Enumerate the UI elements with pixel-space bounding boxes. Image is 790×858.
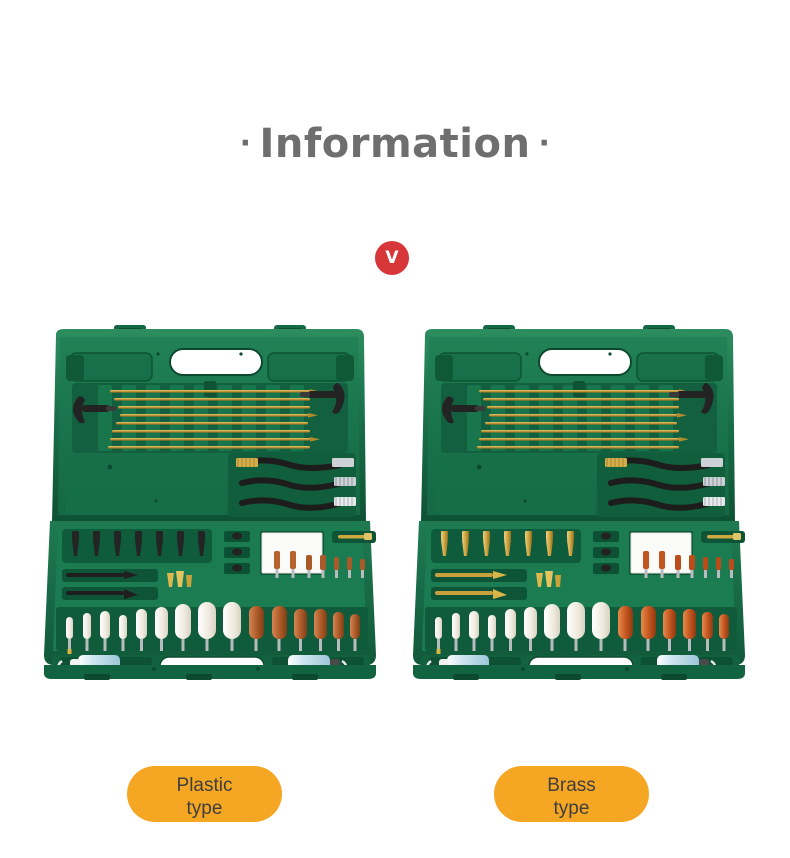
case-base-tray [413, 521, 745, 680]
brass-cones [536, 571, 561, 587]
t-handle-right [300, 382, 345, 414]
utility-brushes [605, 457, 725, 511]
page-title-text: ·Information· [232, 118, 559, 170]
variant-button-plastic[interactable]: Plastic type [127, 766, 282, 822]
small-bore-brushes [643, 551, 734, 578]
variant-button-plastic-line2: type [186, 797, 223, 819]
t-handle-left [442, 396, 485, 424]
case-base-tray [44, 521, 376, 680]
case-lid [52, 325, 366, 521]
title-label: Information [259, 121, 531, 167]
jags-row [72, 531, 205, 556]
page-title: ·Information· [0, 118, 790, 170]
case-lid [421, 325, 735, 521]
mops-and-brushes-row [66, 602, 360, 654]
product-image-plastic[interactable] [36, 325, 384, 683]
product-image-gallery [0, 325, 790, 685]
brass-cones [167, 571, 192, 587]
title-dot-right: · [538, 126, 551, 161]
variant-selector: Plastic type Brass type [0, 766, 790, 826]
variant-button-brass-line1: Brass [547, 774, 596, 796]
chevron-down-icon: V [375, 241, 409, 275]
title-dot-left: · [239, 126, 252, 161]
jags-row [441, 531, 574, 556]
mops-and-brushes-row [435, 602, 729, 654]
t-handle-right [669, 382, 714, 414]
cleaning-rods [477, 389, 689, 449]
small-bore-brushes [274, 551, 365, 578]
utility-brushes [236, 457, 356, 511]
variant-button-brass[interactable]: Brass type [494, 766, 649, 822]
t-handle-left [73, 396, 116, 424]
variant-button-brass-line2: type [553, 797, 590, 819]
product-image-brass[interactable] [405, 325, 753, 683]
variant-button-plastic-line1: Plastic [176, 774, 233, 796]
